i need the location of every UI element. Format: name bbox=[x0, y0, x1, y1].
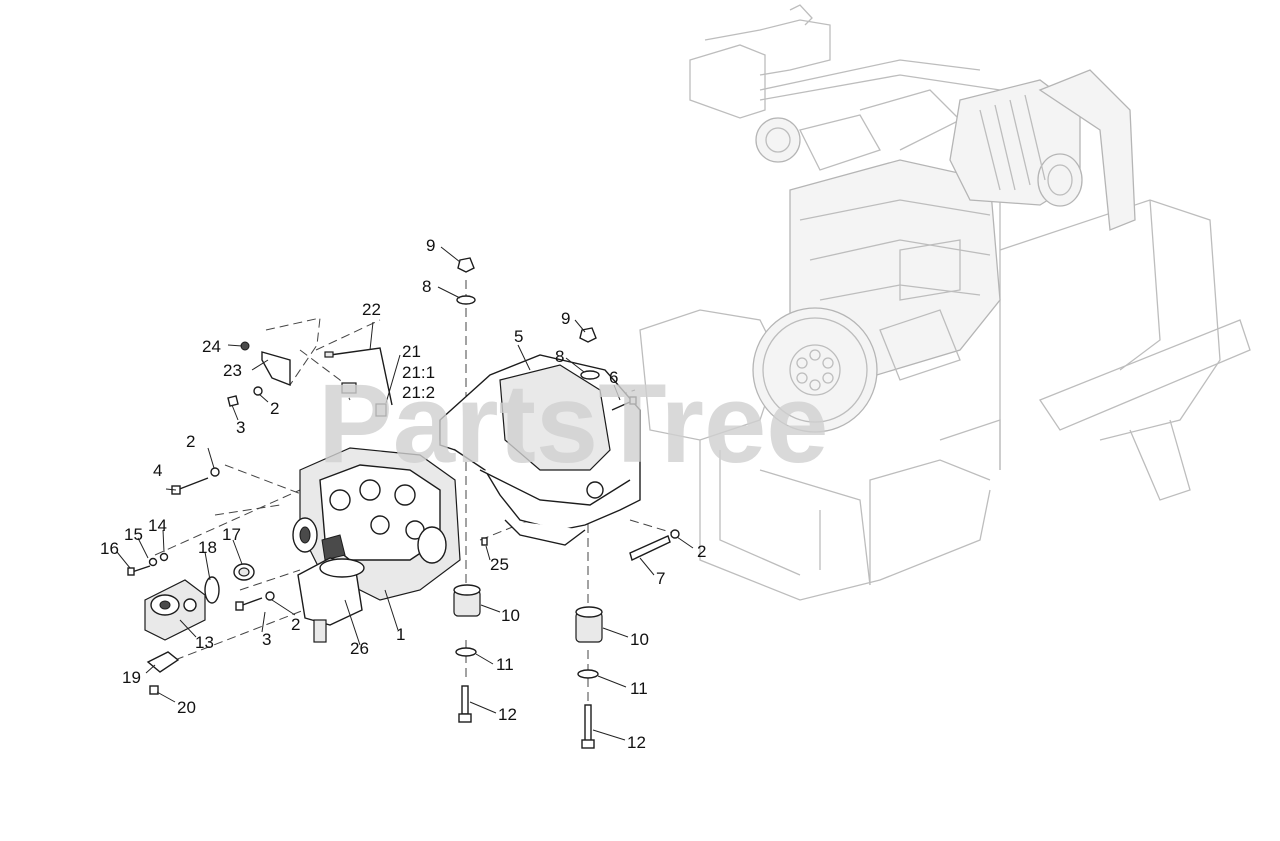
callout-7[interactable]: 7 bbox=[656, 569, 665, 588]
callout-17[interactable]: 17 bbox=[222, 525, 241, 544]
part-4-bolt bbox=[171, 467, 220, 495]
callout-16[interactable]: 16 bbox=[100, 539, 119, 558]
part-25-pin bbox=[481, 537, 488, 546]
callout-11-left[interactable]: 11 bbox=[496, 655, 514, 674]
callout-1[interactable]: 1 bbox=[396, 625, 405, 644]
callout-10-right[interactable]: 10 bbox=[630, 630, 649, 649]
watermark-text: PartsTree bbox=[318, 361, 829, 486]
callout-21[interactable]: 21 bbox=[402, 342, 421, 361]
callout-13[interactable]: 13 bbox=[195, 633, 214, 652]
callout-20[interactable]: 20 bbox=[177, 698, 196, 717]
callout-9-left[interactable]: 9 bbox=[426, 236, 435, 255]
part-17-coupler bbox=[233, 563, 255, 581]
part-23-bracket bbox=[240, 341, 291, 387]
callout-2-upper-left[interactable]: 2 bbox=[186, 432, 195, 451]
part-3-bolt-upper bbox=[227, 386, 263, 407]
callout-21-2[interactable]: 21:2 bbox=[402, 383, 435, 402]
callout-26[interactable]: 26 bbox=[350, 639, 369, 658]
callout-21-1[interactable]: 21:1 bbox=[402, 363, 435, 382]
callout-2-top[interactable]: 2 bbox=[270, 399, 279, 418]
callout-8-right[interactable]: 8 bbox=[555, 347, 564, 366]
callout-5[interactable]: 5 bbox=[514, 327, 523, 346]
part-19-plate bbox=[146, 651, 180, 673]
part-3-bolt-lower bbox=[235, 591, 275, 611]
callout-2-lower[interactable]: 2 bbox=[291, 615, 300, 634]
callout-8-left[interactable]: 8 bbox=[422, 277, 431, 296]
callout-2-right[interactable]: 2 bbox=[697, 542, 706, 561]
callout-18[interactable]: 18 bbox=[198, 538, 217, 557]
leader-lines bbox=[116, 246, 694, 741]
part-14-16-hardware bbox=[127, 552, 169, 576]
callout-6[interactable]: 6 bbox=[609, 368, 618, 387]
engine-frame-assembly bbox=[639, 4, 1251, 601]
part-8-washer-left bbox=[456, 295, 476, 305]
callout-12-right[interactable]: 12 bbox=[627, 733, 646, 752]
part-9-nut-left bbox=[457, 257, 475, 273]
part-13-charge-pump bbox=[144, 579, 206, 641]
part-5-pump-mount bbox=[439, 354, 641, 546]
callout-25[interactable]: 25 bbox=[490, 555, 509, 574]
part-11-washer-right bbox=[577, 669, 599, 679]
callout-labels: 1 2 2 2 2 3 3 4 5 6 7 8 8 9 9 10 10 11 1… bbox=[100, 236, 706, 752]
callout-19[interactable]: 19 bbox=[122, 668, 141, 687]
callout-23[interactable]: 23 bbox=[223, 361, 242, 380]
part-7-bolt bbox=[629, 529, 680, 561]
part-8-washer-right bbox=[580, 370, 600, 380]
part-18-o-ring bbox=[204, 576, 220, 604]
callout-3-lower[interactable]: 3 bbox=[262, 630, 271, 649]
callout-12-left[interactable]: 12 bbox=[498, 705, 517, 724]
part-12-bolt-left bbox=[458, 685, 472, 723]
part-11-washer-left bbox=[455, 647, 477, 657]
callout-10-left[interactable]: 10 bbox=[501, 606, 520, 625]
callout-15[interactable]: 15 bbox=[124, 525, 143, 544]
callout-24[interactable]: 24 bbox=[202, 337, 221, 356]
part-10-isolator-left bbox=[453, 584, 481, 617]
part-12-bolt-right bbox=[581, 704, 595, 749]
part-26-filter bbox=[297, 557, 365, 643]
part-9-nut-right bbox=[579, 327, 597, 343]
callout-3-upper[interactable]: 3 bbox=[236, 418, 245, 437]
callout-4[interactable]: 4 bbox=[153, 461, 162, 480]
callout-11-right[interactable]: 11 bbox=[630, 679, 648, 698]
part-10-isolator-right bbox=[575, 606, 603, 643]
callout-22[interactable]: 22 bbox=[362, 300, 381, 319]
callout-9-right[interactable]: 9 bbox=[561, 309, 570, 328]
part-22-rod bbox=[324, 347, 393, 406]
part-20-bolt bbox=[149, 685, 159, 695]
part-21-fitting bbox=[341, 382, 387, 417]
part-6-bolt bbox=[611, 396, 637, 411]
callout-14[interactable]: 14 bbox=[148, 516, 167, 535]
